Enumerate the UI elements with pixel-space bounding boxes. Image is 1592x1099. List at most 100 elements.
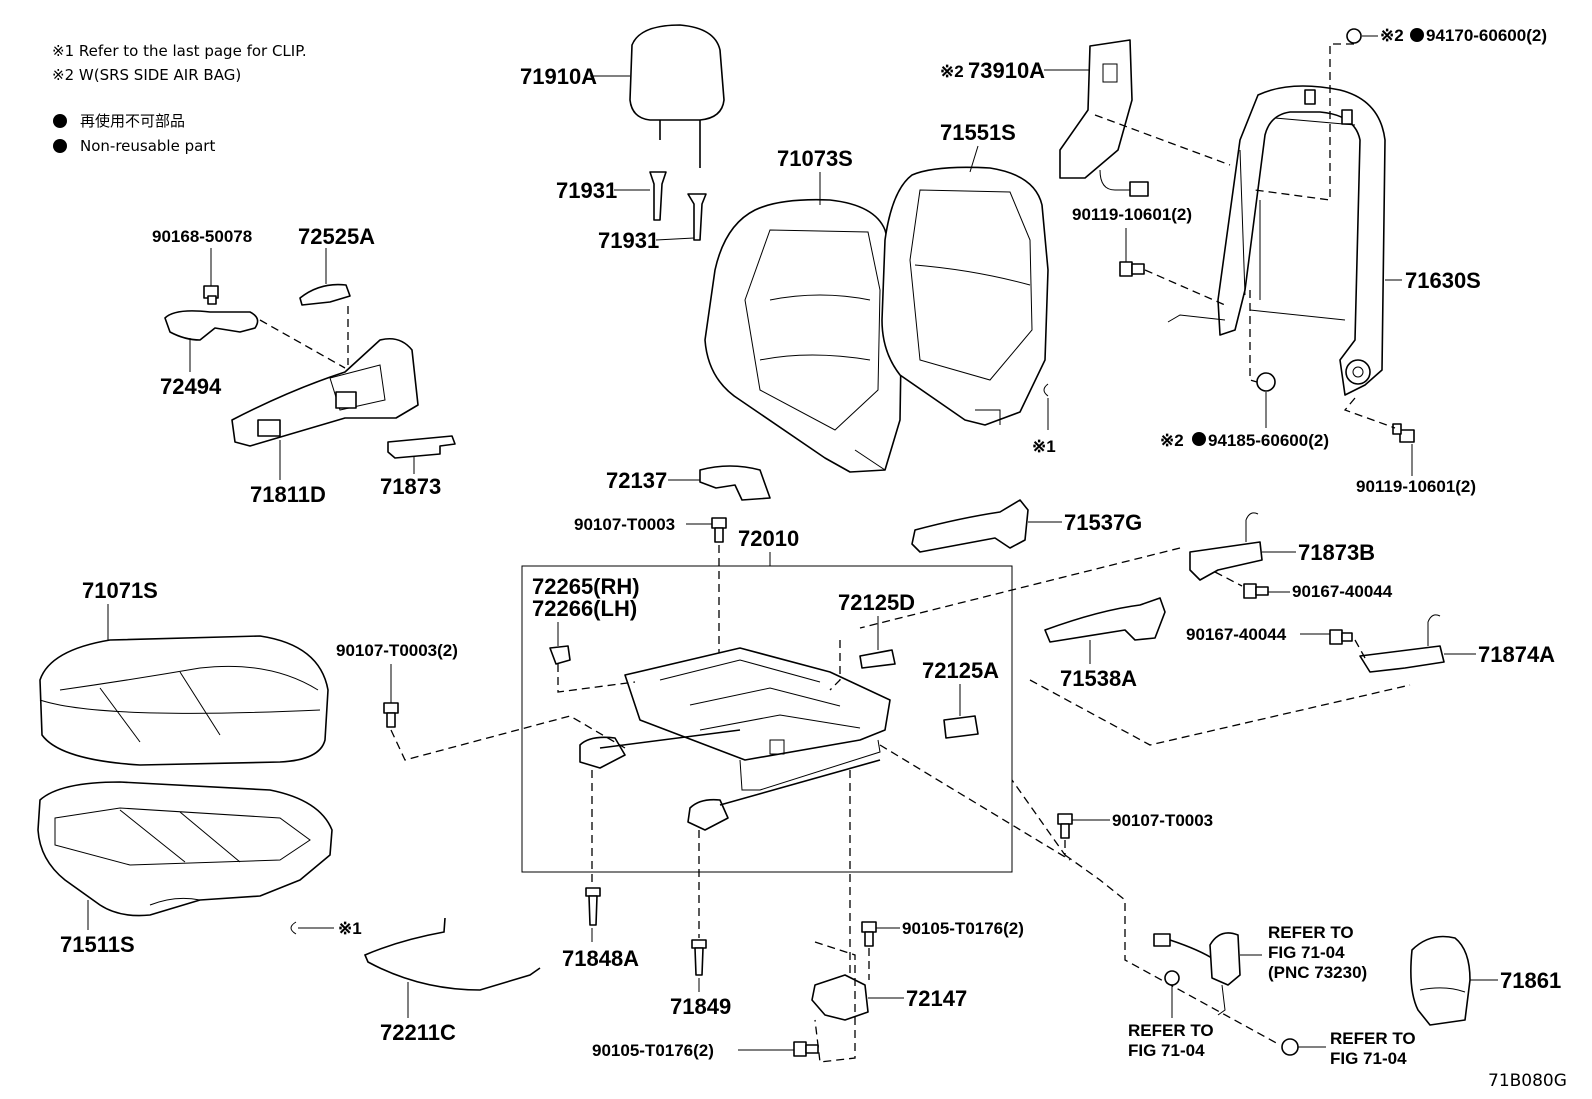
non-reusable-dot-icon <box>53 139 67 153</box>
label-71848A: 71848A <box>562 946 639 971</box>
adjuster-group-box <box>521 565 1013 873</box>
ref-a-line3: (PNC 73230) <box>1268 963 1367 982</box>
seatbelt-buckle-part[interactable] <box>1153 932 1241 1016</box>
wire-part[interactable] <box>363 917 541 991</box>
clip-mark: ※1 <box>1032 437 1056 456</box>
label-90107-a: 90107-T0003 <box>574 515 675 534</box>
bolt-part[interactable] <box>1392 423 1415 443</box>
bolt-part[interactable] <box>711 517 727 543</box>
seatback-pad-part[interactable] <box>881 166 1049 426</box>
label-90119-b: 90119-10601(2) <box>1356 477 1476 496</box>
label-71538A: 71538A <box>1060 666 1137 691</box>
ref-c-line2: FIG 71-04 <box>1330 1049 1407 1068</box>
bolt-part[interactable] <box>203 285 219 305</box>
bolt-part[interactable] <box>1243 583 1269 599</box>
label-71551S: 71551S <box>940 120 1016 145</box>
ref-c-line1: REFER TO <box>1330 1029 1416 1048</box>
legend-en: Non-reusable part <box>80 137 215 155</box>
shield-part[interactable] <box>911 499 1029 553</box>
bolt-part[interactable] <box>1119 261 1145 277</box>
nut-part[interactable] <box>1346 28 1362 44</box>
label-71811D: 71811D <box>250 482 326 507</box>
ref-a-line2: FIG 71-04 <box>1268 943 1345 962</box>
lever-part[interactable] <box>164 310 259 341</box>
nut-part[interactable] <box>1281 1038 1299 1056</box>
label-72125A: 72125A <box>922 658 999 683</box>
label-72211C: 72211C <box>380 1020 456 1045</box>
label-90105-b: 90105-T0176(2) <box>592 1041 714 1060</box>
headrest-part[interactable] <box>629 24 725 168</box>
non-reusable-dot-icon <box>1410 28 1424 42</box>
note-airbag: ※2 W(SRS SIDE AIR BAG) <box>52 66 241 84</box>
pin-part[interactable] <box>585 887 601 926</box>
legend-jp: 再使用不可部品 <box>80 112 185 130</box>
label-71071S: 71071S <box>82 578 158 603</box>
label-72010: 72010 <box>738 526 799 551</box>
label-94170: 94170-60600(2) <box>1426 26 1547 45</box>
cover-part[interactable] <box>811 974 869 1021</box>
bolt-part[interactable] <box>1329 629 1353 645</box>
ref-b-line1: REFER TO <box>1128 1021 1214 1040</box>
label-73910A: 73910A <box>968 58 1045 83</box>
bolt-part[interactable] <box>383 702 399 728</box>
bolt-part[interactable] <box>793 1041 819 1057</box>
airbag-mark: ※2 <box>1380 26 1404 45</box>
airbag-mark-label: ※2 <box>940 62 964 81</box>
label-71910A: 71910A <box>520 64 597 89</box>
knob-part[interactable] <box>299 283 351 306</box>
non-reusable-dot-icon <box>53 114 67 128</box>
bracket-part[interactable] <box>1189 512 1263 581</box>
cushion-pad-part[interactable] <box>37 781 333 917</box>
label-71861: 71861 <box>1500 968 1561 993</box>
label-90167-b: 90167-40044 <box>1186 625 1287 644</box>
shield-part[interactable] <box>1044 597 1166 643</box>
label-71537G: 71537G <box>1064 510 1142 535</box>
label-90119-a: 90119-10601(2) <box>1072 205 1192 224</box>
label-71873: 71873 <box>380 474 441 499</box>
ref-a-line1: REFER TO <box>1268 923 1354 942</box>
seatback-frame-part[interactable] <box>1167 85 1386 396</box>
headrest-support-part[interactable] <box>649 171 707 241</box>
label-71630S: 71630S <box>1405 268 1481 293</box>
label-94185: 94185-60600(2) <box>1208 431 1329 450</box>
seat-adjuster-part[interactable] <box>579 647 891 831</box>
bracket-part[interactable] <box>387 435 456 459</box>
non-reusable-dot-icon <box>1192 432 1206 446</box>
label-72525A: 72525A <box>298 224 375 249</box>
label-90107-b: 90107-T0003(2) <box>336 641 458 660</box>
label-71931-b: 71931 <box>598 228 659 253</box>
cushion-cover-part[interactable] <box>39 635 329 766</box>
seatback-cover-part[interactable] <box>704 198 903 473</box>
label-72265: 72265(RH) <box>532 574 640 599</box>
label-71073S: 71073S <box>777 146 853 171</box>
label-90105-a: 90105-T0176(2) <box>902 919 1024 938</box>
label-71873B: 71873B <box>1298 540 1375 565</box>
cover-part[interactable] <box>699 465 771 501</box>
bolt-part[interactable] <box>861 921 877 947</box>
side-airbag-part[interactable] <box>1059 39 1149 197</box>
airbag-mark: ※2 <box>1160 431 1184 450</box>
label-90168: 90168-50078 <box>152 227 252 246</box>
clip-part[interactable] <box>549 645 571 665</box>
bracket-part[interactable] <box>1359 614 1445 673</box>
label-72125D: 72125D <box>838 590 915 615</box>
bracket-part[interactable] <box>859 649 896 669</box>
nut-part[interactable] <box>1256 372 1276 392</box>
bracket-part[interactable] <box>943 715 979 739</box>
label-71849: 71849 <box>670 994 731 1019</box>
note-clip: ※1 Refer to the last page for CLIP. <box>52 42 307 60</box>
side-cover-part[interactable] <box>231 337 419 447</box>
label-71874A: 71874A <box>1478 642 1555 667</box>
label-72147: 72147 <box>906 986 967 1011</box>
label-72494: 72494 <box>160 374 222 399</box>
label-71931-a: 71931 <box>556 178 617 203</box>
label-90167-a: 90167-40044 <box>1292 582 1393 601</box>
label-72266: 72266(LH) <box>532 596 637 621</box>
cover-part[interactable] <box>1410 935 1471 1026</box>
bolt-part[interactable] <box>1057 813 1073 839</box>
pin-part[interactable] <box>691 939 707 976</box>
diagram-code: 71B080G <box>1488 1071 1567 1091</box>
label-71511S: 71511S <box>60 932 135 957</box>
label-90107-c: 90107-T0003 <box>1112 811 1213 830</box>
